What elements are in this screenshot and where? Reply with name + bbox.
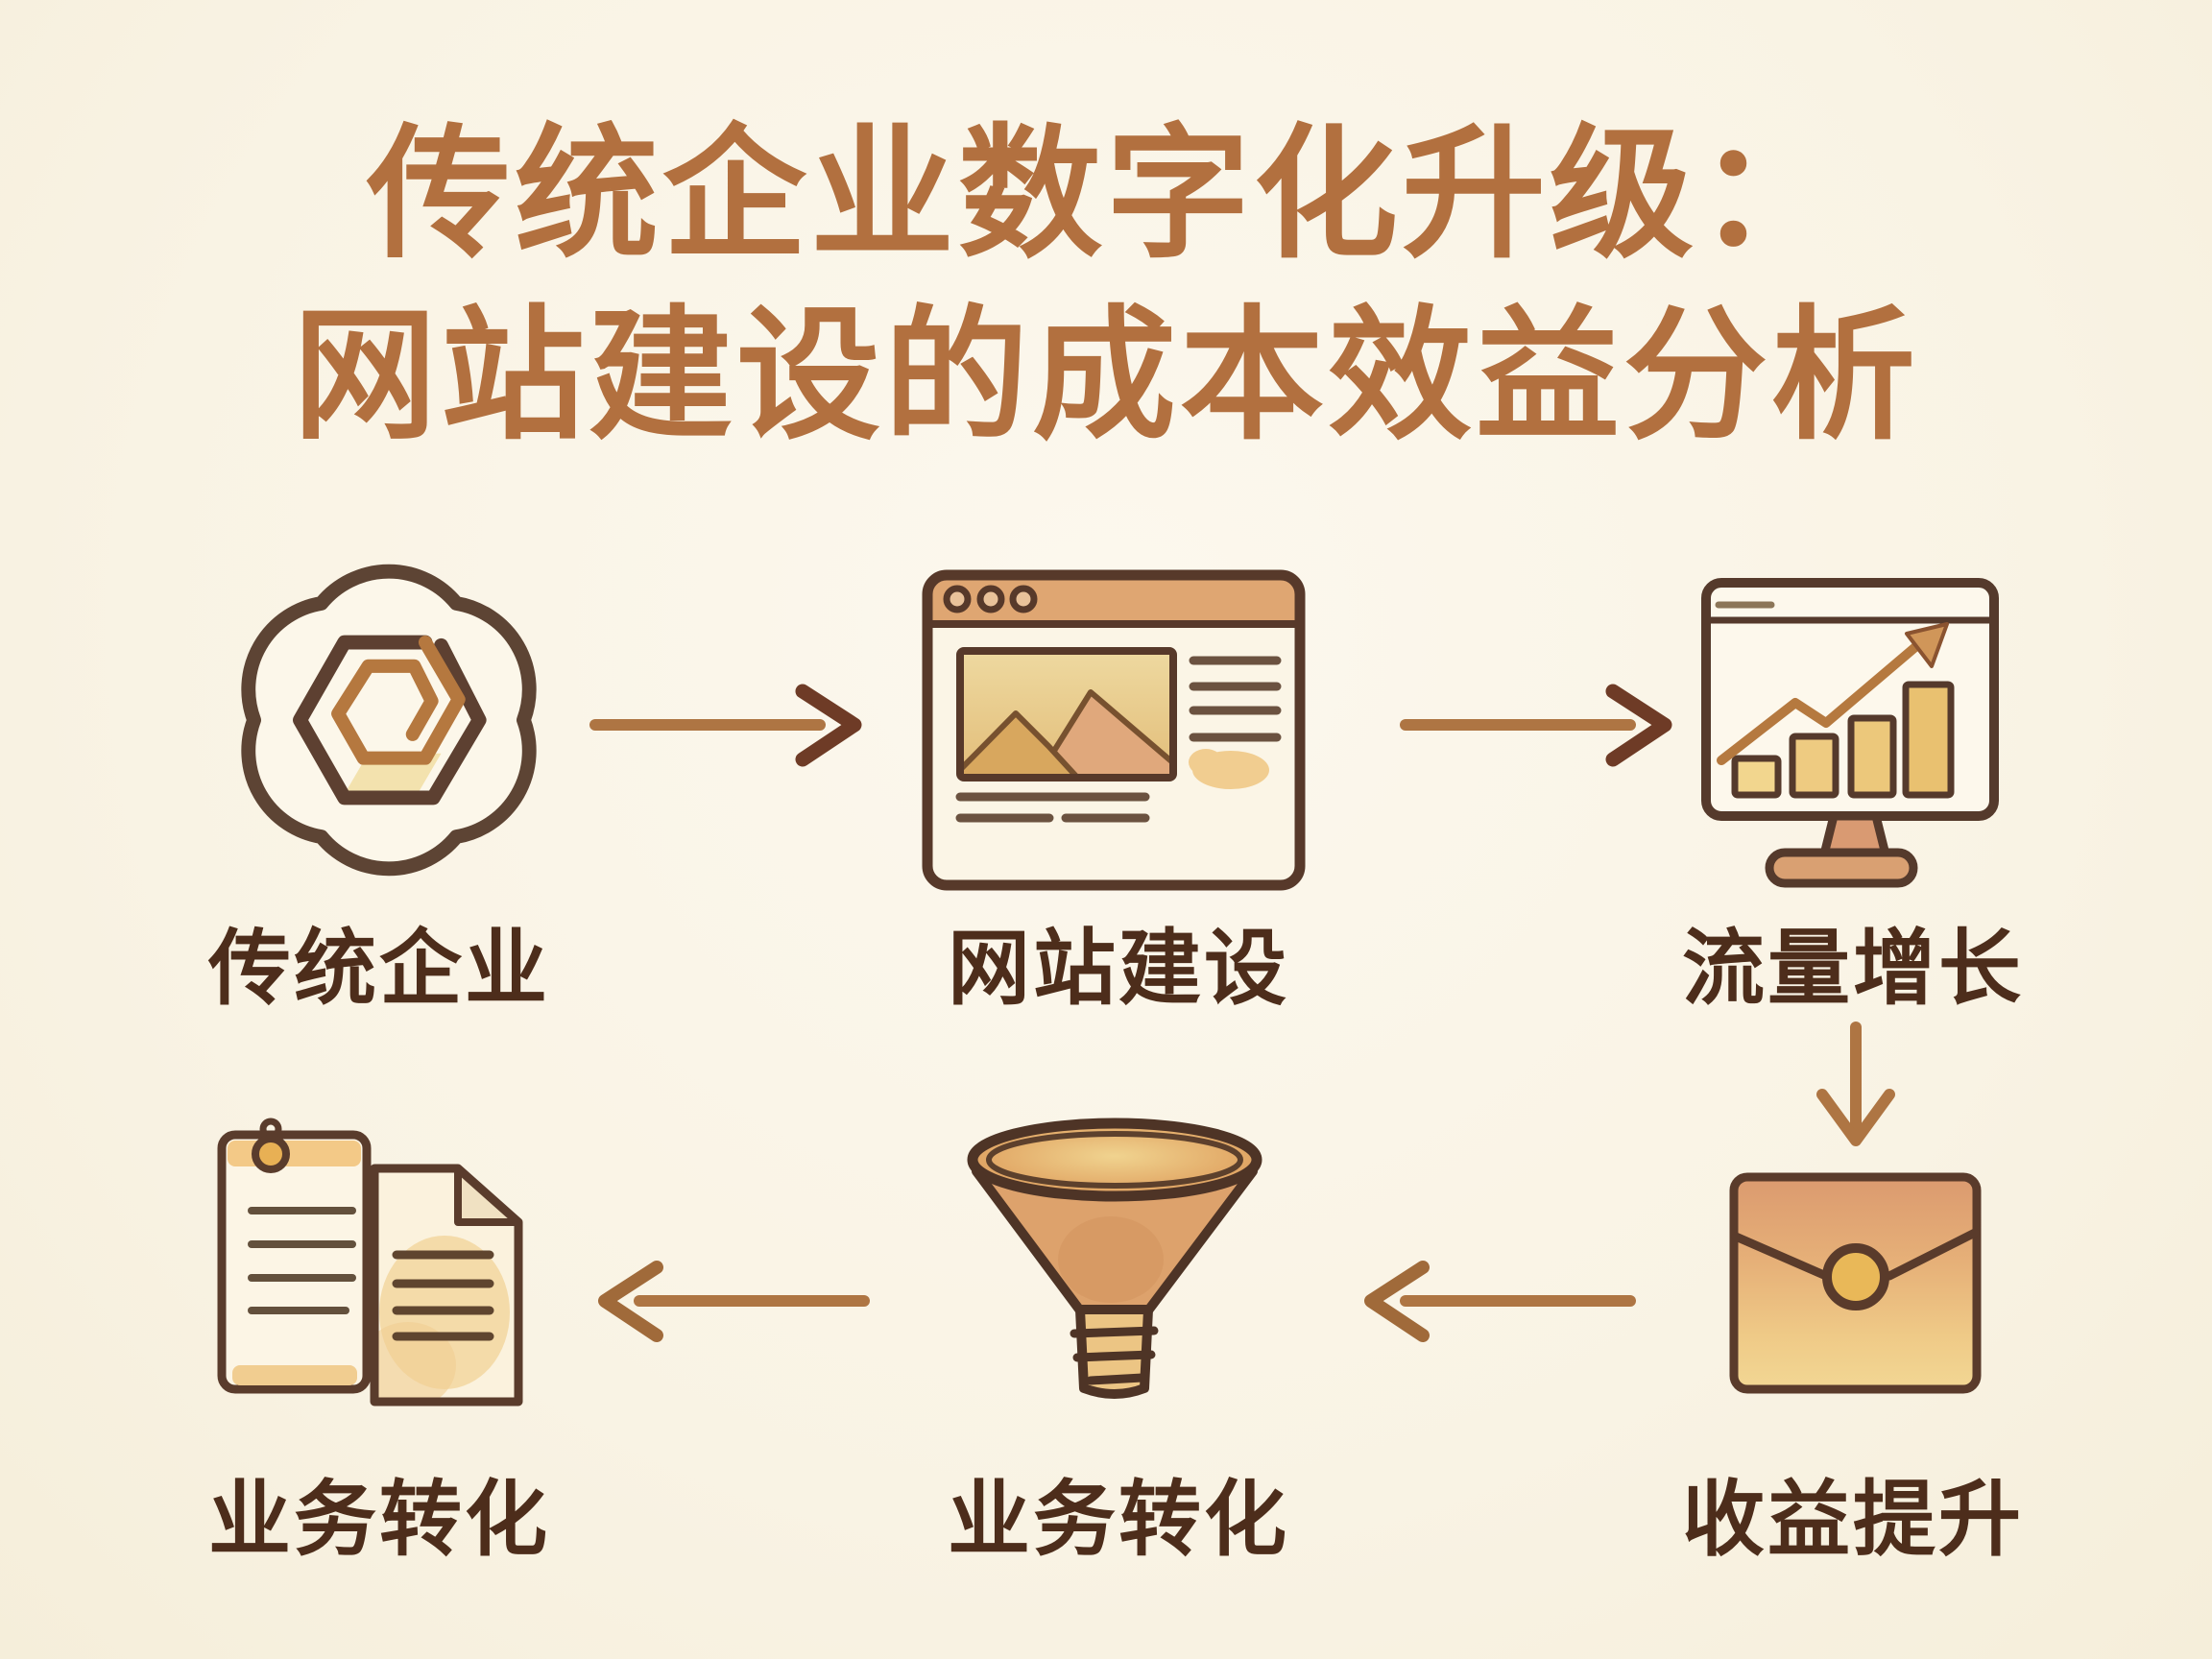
arrow-down-step3-to-step4 [1816,1022,1895,1146]
documents-icon [217,1118,523,1407]
step-traditional-enterprise: 传统企业 [91,533,667,1032]
step-traffic-growth: 流量增长 [1565,533,2141,1032]
step-label-traditional-enterprise: 传统企业 [208,921,550,1017]
arrow-right-step1-to-step2 [589,684,862,767]
page-title-line1: 传统企业数字化升级： [366,109,1845,278]
page-title-line2: 网站建设的成本效益分析 [292,291,1919,460]
step-label-traffic-growth: 流量增长 [1682,921,2024,1017]
step-business-conversion-funnel: 业务转化 [830,1085,1407,1584]
step-business-conversion-docs: 业务转化 [91,1085,667,1584]
arrow-left-step5-to-step6 [598,1261,870,1342]
step-label-revenue-increase: 收益提升 [1682,1472,2024,1568]
funnel-icon [967,1118,1262,1399]
step-label-business-conversion-docs: 业务转化 [208,1472,550,1568]
arrow-right-step2-to-step3 [1400,684,1672,767]
page-title: 传统企业数字化升级： 网站建设的成本效益分析 [0,104,2212,467]
cloud-knot-icon [241,564,537,877]
sealed-envelope-icon [1729,1172,1982,1394]
monitor-growth-chart-icon [1701,578,1999,888]
browser-website-icon [922,569,1306,891]
step-website-build: 网站建设 [830,533,1407,1032]
arrow-left-step4-to-step5 [1364,1261,1636,1342]
step-label-business-conversion-funnel: 业务转化 [948,1472,1289,1568]
step-revenue-increase: 收益提升 [1565,1085,2141,1584]
step-label-website-build: 网站建设 [948,921,1289,1017]
